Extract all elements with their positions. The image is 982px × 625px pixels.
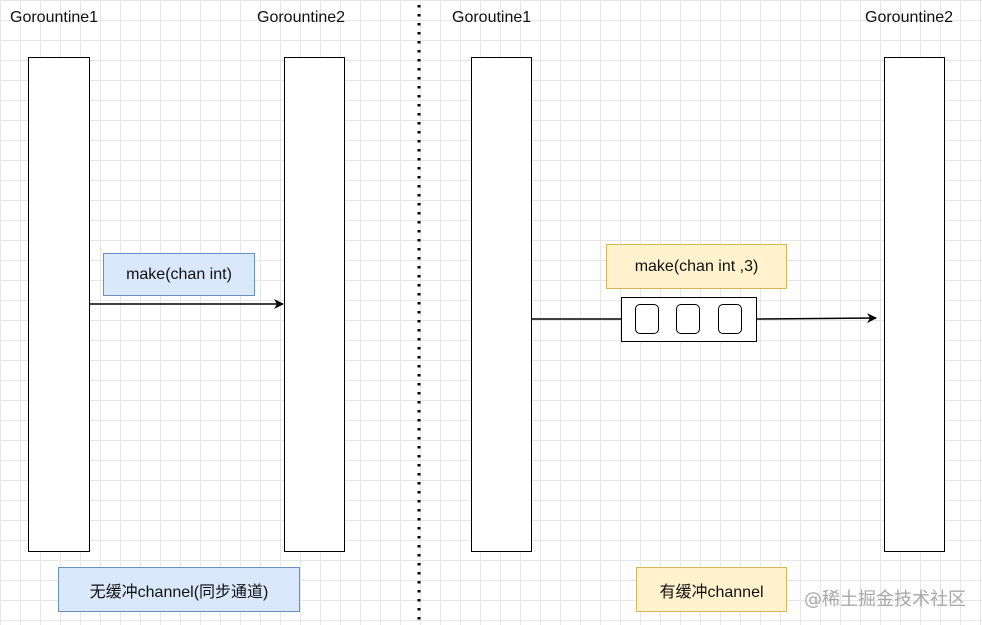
right-make-box: make(chan int ,3) <box>606 244 787 289</box>
left-caption-box: 无缓冲channel(同步通道) <box>58 567 300 612</box>
right-goroutine2-lane <box>884 57 945 552</box>
channel-buffer <box>621 297 757 342</box>
right-receive-arrow <box>756 313 877 324</box>
right-goroutine2-label: Gorountine2 <box>865 9 954 26</box>
left-goroutine1-lane <box>28 57 90 552</box>
left-goroutine1-label: Gorountine1 <box>10 9 99 26</box>
left-goroutine2-lane <box>284 57 345 552</box>
right-caption-box: 有缓冲channel <box>636 567 787 612</box>
left-goroutine2-label: Gorountine2 <box>257 9 346 26</box>
buffer-slot <box>676 304 700 334</box>
buffer-slot <box>635 304 659 334</box>
right-goroutine1-label: Goroutine1 <box>452 9 532 26</box>
right-goroutine1-lane <box>471 57 532 552</box>
buffer-slot <box>718 304 742 334</box>
left-make-box: make(chan int) <box>103 253 255 296</box>
watermark: @稀土掘金技术社区 <box>804 589 966 610</box>
